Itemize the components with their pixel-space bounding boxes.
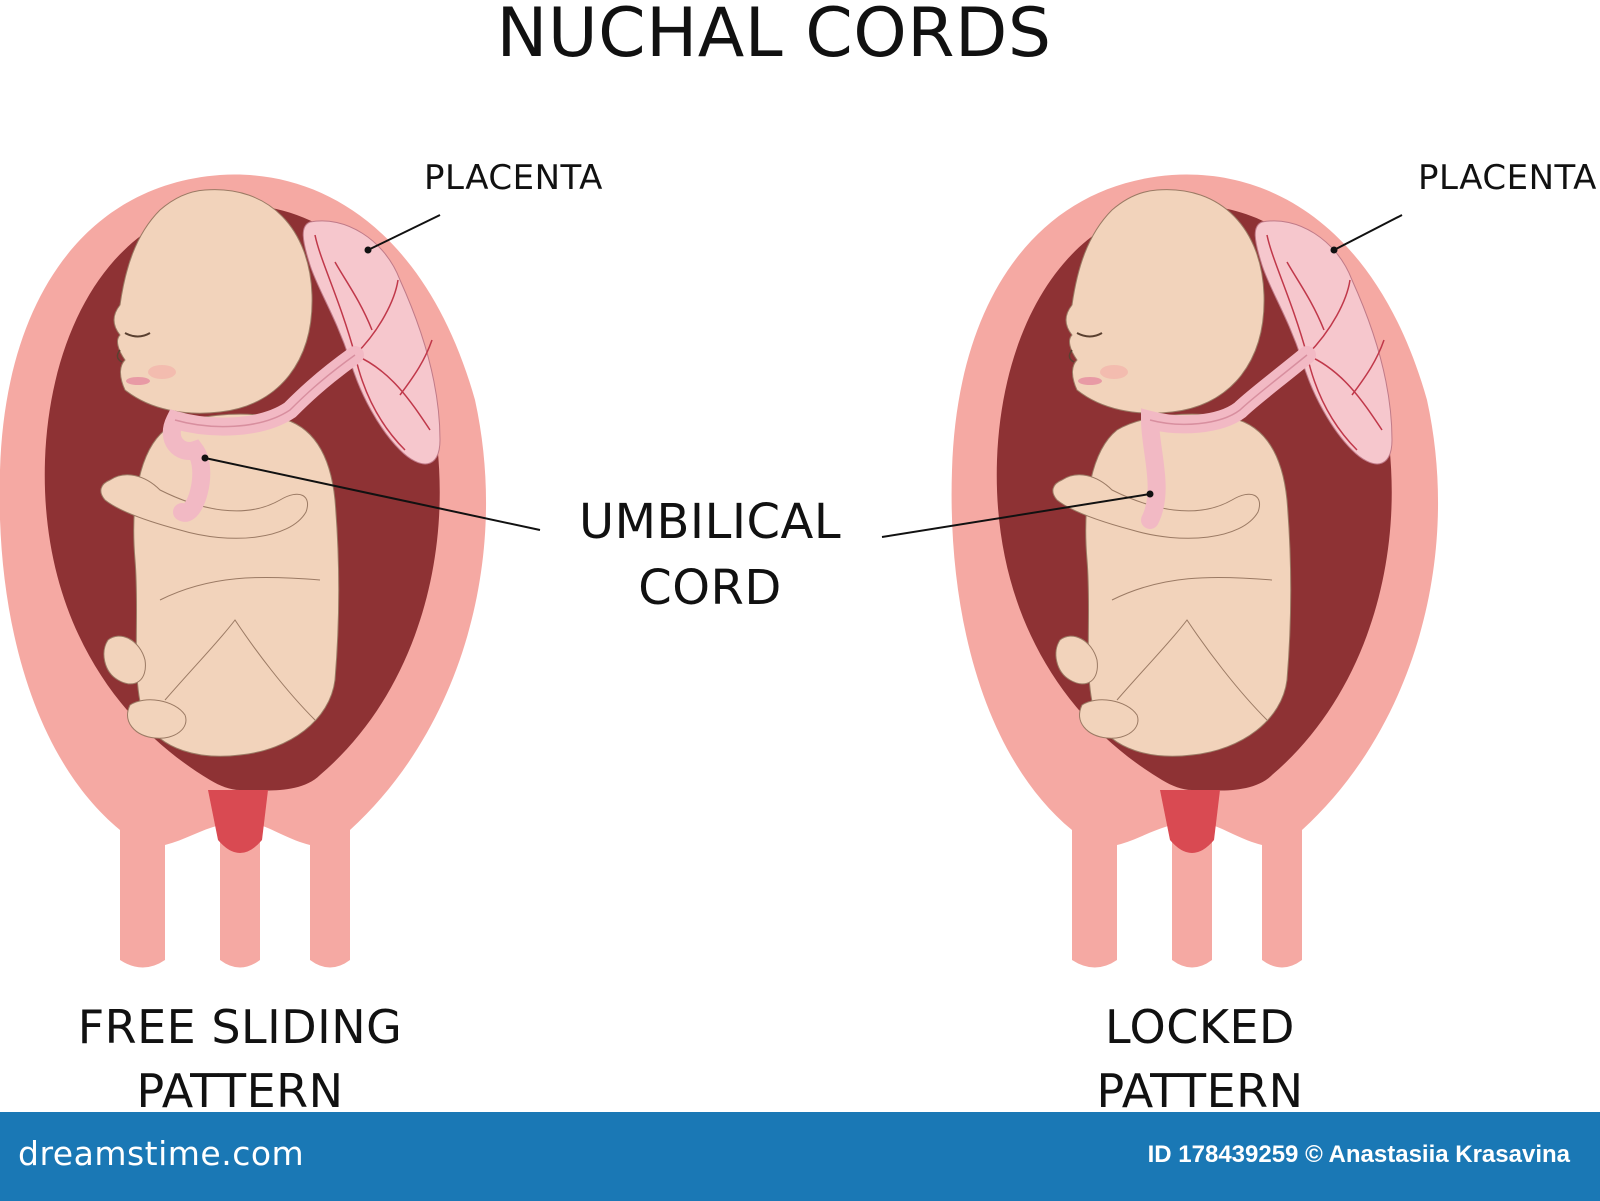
left-diagram <box>0 173 541 969</box>
umbilical-cord-label-line1: UMBILICAL <box>578 494 842 550</box>
caption-right-line1: LOCKED <box>1105 1000 1295 1054</box>
caption-right-line2: PATTERN <box>1096 1064 1304 1118</box>
footer-brand[interactable]: dreamstime.com <box>18 1134 305 1173</box>
footer-credit: ID 178439259 © Anastasiia Krasavina <box>1147 1141 1570 1168</box>
pointer-line-cord-left <box>204 457 541 531</box>
pointer-dot <box>201 454 209 462</box>
caption-left-line1: FREE SLIDING <box>77 1000 403 1054</box>
pointer-line-placenta-left <box>367 214 441 251</box>
umbilical-cord-label-line2: CORD <box>638 560 782 616</box>
right-diagram <box>881 173 1440 969</box>
pointer-line-placenta-right <box>1333 214 1403 251</box>
placenta-label-left: PLACENTA <box>424 158 603 198</box>
page-title: NUCHAL CORDS <box>496 0 1052 73</box>
footer-bar: dreamstime.com ID 178439259 © Anastasiia… <box>0 1112 1600 1201</box>
pointer-dot <box>1330 246 1338 254</box>
pointer-line-cord-right <box>881 493 1151 538</box>
pointer-dot <box>1146 490 1154 498</box>
umbilical-cord-outline <box>1149 354 1308 426</box>
umbilical-cord-outline <box>174 354 356 428</box>
placenta-label-right: PLACENTA <box>1418 158 1597 198</box>
pointer-dot <box>364 246 372 254</box>
caption-left-line2: PATTERN <box>136 1064 344 1118</box>
